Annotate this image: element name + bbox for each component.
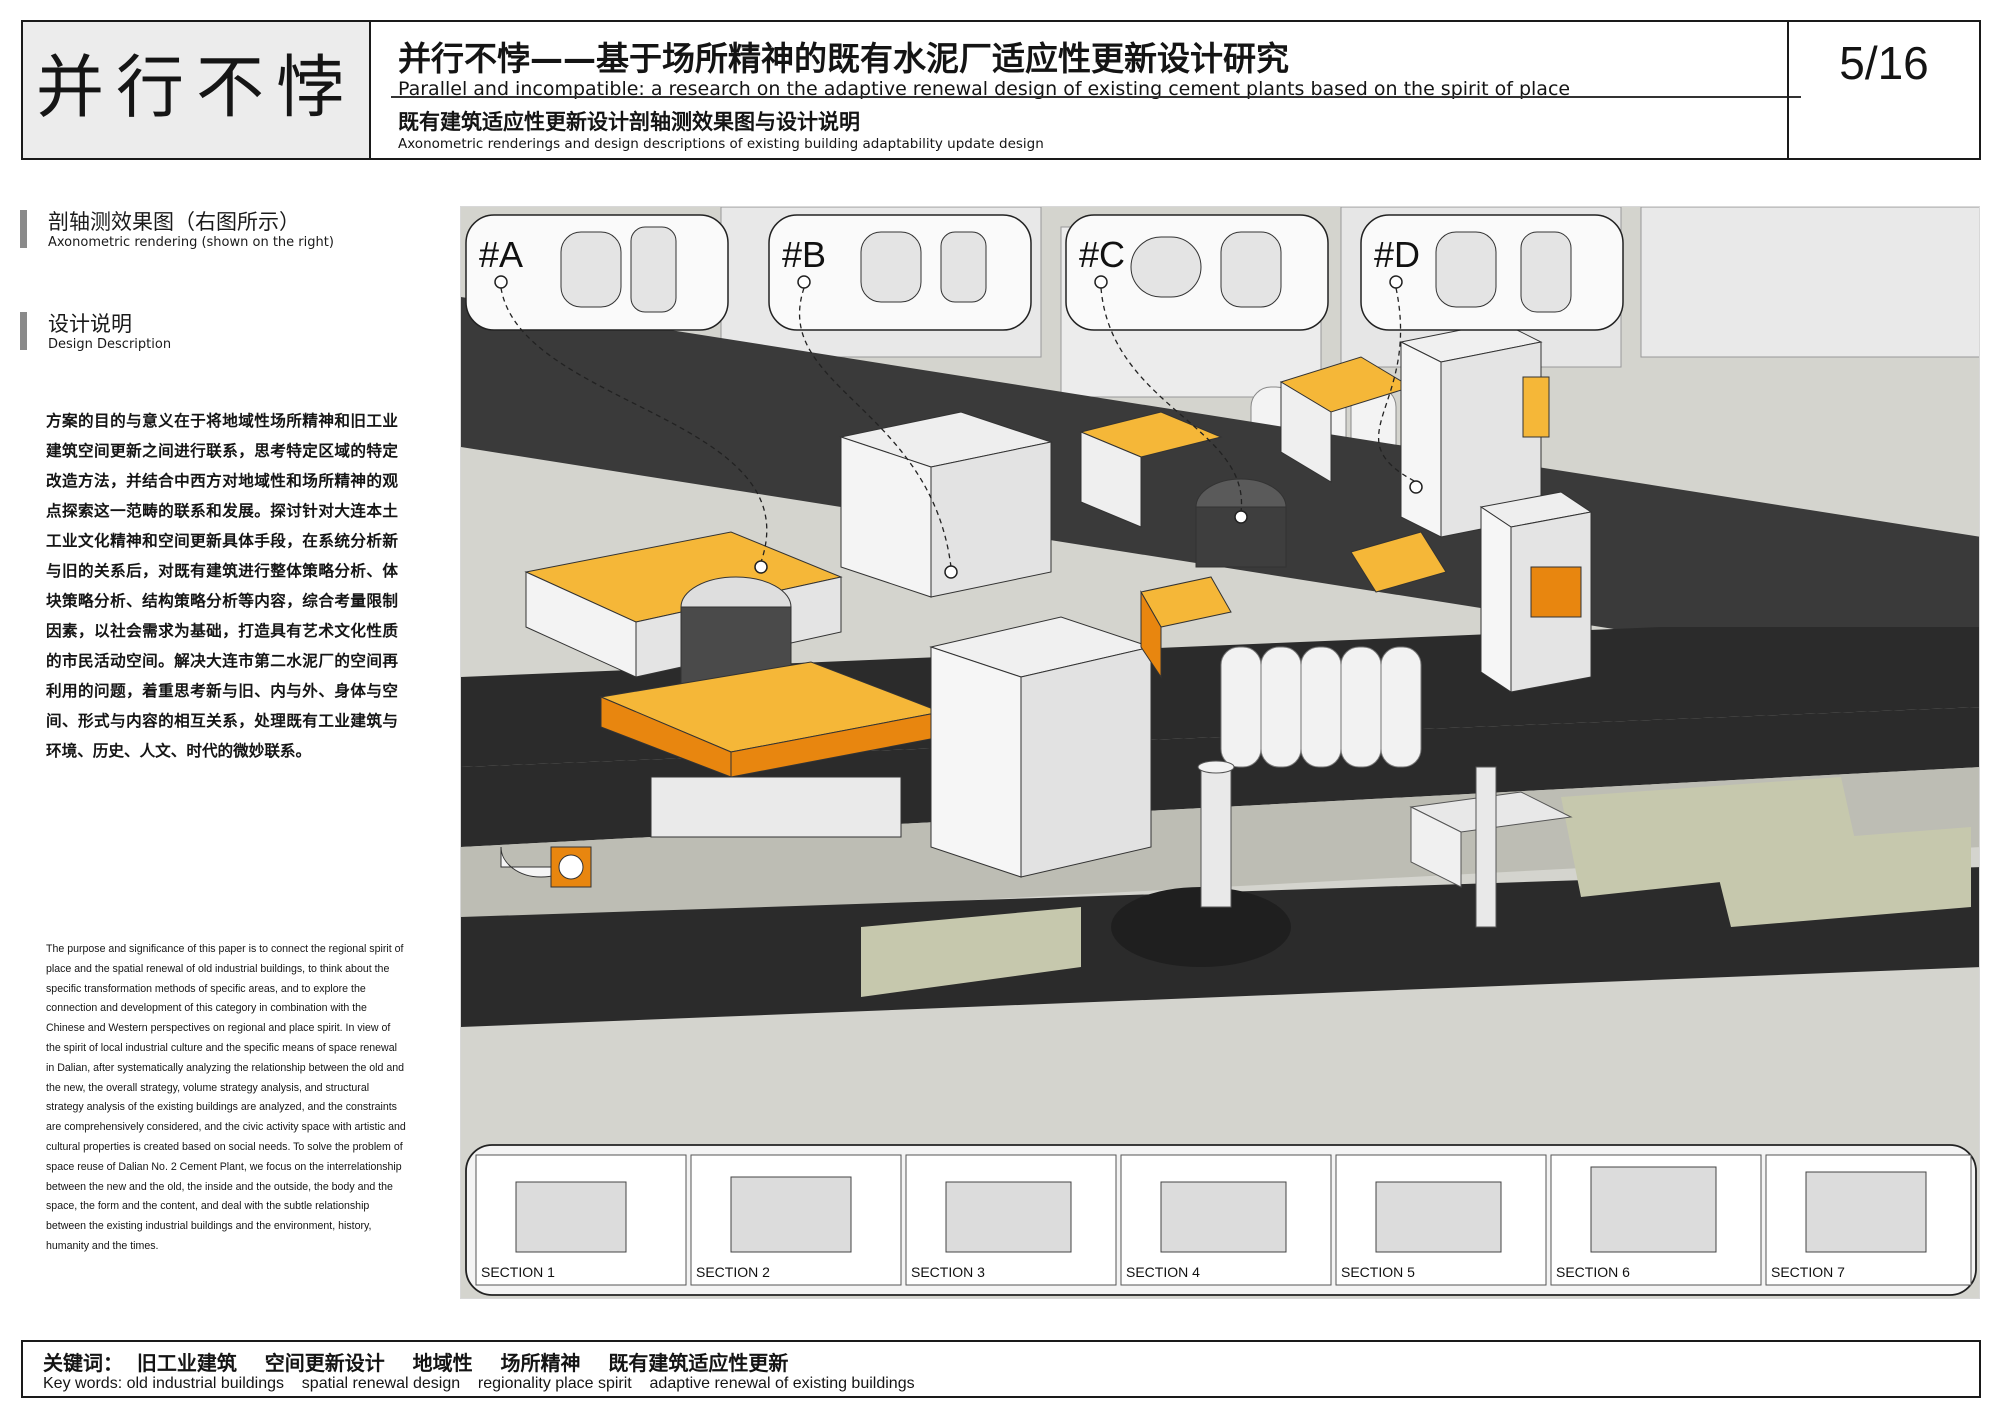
- title-cn: 并行不悖——基于场所精神的既有水泥厂适应性更新设计研究: [398, 39, 1289, 78]
- subtitle-en: Axonometric renderings and design descri…: [398, 136, 1044, 152]
- section-label-2: SECTION 2: [696, 1264, 770, 1280]
- subtitle-cn: 既有建筑适应性更新设计剖轴测效果图与设计说明: [398, 110, 860, 134]
- green-areas: [861, 777, 1971, 997]
- logo: 并行不悖: [35, 49, 356, 128]
- section-label-1: SECTION 1: [481, 1264, 555, 1280]
- header: 并行不悖 并行不悖——基于场所精神的既有水泥厂适应性更新设计研究 Paralle…: [21, 20, 1981, 160]
- page-number-box: 5/16: [1787, 22, 1979, 158]
- section-marker: [20, 312, 27, 350]
- keywords-en: Key words: old industrial buildings spat…: [43, 1375, 915, 1392]
- section-title-cn: 设计说明: [48, 312, 132, 336]
- section-label-6: SECTION 6: [1556, 1264, 1630, 1280]
- section-label-3: SECTION 3: [911, 1264, 985, 1280]
- page-number: 5/16: [1839, 37, 1929, 89]
- callout-label-d: #D: [1374, 234, 1420, 275]
- section-title-cn: 剖轴测效果图（右图所示）: [48, 210, 300, 234]
- keywords-cn: 关键词： 旧工业建筑 空间更新设计 地域性 场所精神 既有建筑适应性更新: [43, 1351, 789, 1375]
- callout-label-b: #B: [782, 234, 826, 275]
- keywords-footer: 关键词： 旧工业建筑 空间更新设计 地域性 场所精神 既有建筑适应性更新 Key…: [21, 1340, 1981, 1398]
- axonometric-illustration: #A #B #C #D: [461, 207, 1979, 1298]
- callout-label-a: #A: [479, 234, 523, 275]
- section-label-7: SECTION 7: [1771, 1264, 1845, 1280]
- section-title-en: Axonometric rendering (shown on the righ…: [48, 235, 334, 250]
- section-marker: [20, 210, 27, 248]
- section-label-4: SECTION 4: [1126, 1264, 1200, 1280]
- design-description-en: The purpose and significance of this pap…: [46, 943, 406, 1252]
- section-title-en: Design Description: [48, 337, 172, 352]
- callout-label-c: #C: [1079, 234, 1125, 275]
- logo-box: 并行不悖: [23, 22, 371, 158]
- section-label-5: SECTION 5: [1341, 1264, 1415, 1280]
- axonometric-drawing: #A #B #C #D: [460, 206, 1980, 1299]
- callout-bubbles: [465, 214, 1624, 579]
- section-strip: [465, 1144, 1977, 1296]
- title-en: Parallel and incompatible: a research on…: [398, 78, 1571, 100]
- header-divider: [391, 96, 1801, 98]
- design-description-cn: 方案的目的与意义在于将地域性场所精神和旧工业建筑空间更新之间进行联系，思考特定区…: [46, 412, 398, 760]
